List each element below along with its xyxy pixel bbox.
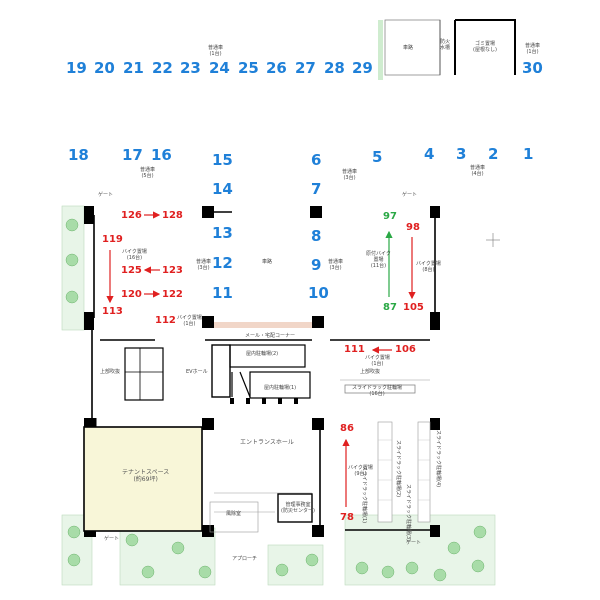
bike-120: 120 [121, 289, 142, 300]
space-17: 17 [122, 146, 143, 164]
space-24: 24 [209, 59, 230, 77]
label-mail-corner: メール・宅配コーナー [245, 333, 296, 339]
bike-113: 113 [102, 306, 123, 317]
compass-icon [486, 233, 500, 247]
space-5: 5 [372, 148, 383, 166]
space-22: 22 [152, 59, 173, 77]
label-slide-rack: スライドラック駐輪場 (16台) [352, 385, 403, 397]
bike-78: 78 [340, 512, 354, 523]
space-19: 19 [66, 59, 87, 77]
space-29: 29 [352, 59, 373, 77]
bike-86: 86 [340, 423, 354, 434]
space-8: 8 [311, 227, 322, 245]
label-upper-plant: 上部吹抜 [100, 369, 121, 375]
tenant-space [83, 426, 203, 532]
space-26: 26 [266, 59, 287, 77]
space-18: 18 [68, 146, 89, 164]
greenery-bottom-right [344, 514, 496, 586]
label-bike-112: バイク置場 (1台) [177, 315, 202, 327]
label-parking-top-center: 普通車 (1台) [208, 45, 224, 57]
greenery-top-strip [378, 20, 383, 80]
ev-room [124, 347, 164, 401]
bike-106: 106 [395, 344, 416, 355]
space-6: 6 [311, 151, 322, 169]
label-gate-bottom-left: ゲート [104, 536, 120, 542]
space-15: 15 [212, 151, 233, 169]
label-tenant: テナントスペース (約69坪) [122, 469, 170, 483]
label-bike-lot-right: バイク置場 (8台) [416, 261, 441, 273]
space-1: 1 [523, 145, 534, 163]
space-11: 11 [212, 284, 233, 302]
space-2: 2 [488, 145, 499, 163]
label-parking-30: 普通車 (1台) [525, 43, 541, 55]
space-30: 30 [522, 59, 543, 77]
label-indoor-bike-2: 屋内駐輪場(2) [246, 351, 279, 357]
bike-112: 112 [155, 315, 176, 326]
space-20: 20 [94, 59, 115, 77]
label-upper-right: 上部吹抜 [360, 369, 381, 375]
space-3: 3 [456, 145, 467, 163]
bike-119: 119 [102, 234, 123, 245]
label-bike-lot-bottom: バイク置場 (9台) [348, 465, 373, 477]
label-gate-left: ゲート [98, 192, 114, 198]
space-12: 12 [212, 254, 233, 272]
label-gate-right: ゲート [402, 192, 418, 198]
label-approach: アプローチ [232, 556, 258, 562]
bike-128: 128 [162, 210, 183, 221]
label-car-road: 車路 [262, 259, 273, 265]
label-rack-d: スライドラック駐輪場(4) [435, 430, 441, 488]
bike-123: 123 [162, 265, 183, 276]
indoor-bike-room-1 [249, 371, 311, 399]
space-27: 27 [295, 59, 316, 77]
bike-98: 98 [406, 222, 420, 233]
space-23: 23 [180, 59, 201, 77]
label-parking-right-mid: 普通車 (3台) [328, 259, 344, 271]
trees [65, 218, 487, 582]
label-parking-right: 普通車 (4台) [470, 165, 486, 177]
space-9: 9 [311, 256, 322, 274]
bike-122: 122 [162, 289, 183, 300]
space-16: 16 [151, 146, 172, 164]
space-28: 28 [324, 59, 345, 77]
space-14: 14 [212, 180, 233, 198]
bike-111: 111 [344, 344, 365, 355]
label-gate-bottom-right: ゲート [406, 540, 422, 546]
label-manager: 管理事務室 (防災センター) [281, 502, 315, 514]
space-21: 21 [123, 59, 144, 77]
label-rack-b: スライドラック駐輪場(2) [395, 440, 401, 498]
label-parking-mid: 普通車 (3台) [342, 169, 358, 181]
space-4: 4 [424, 145, 435, 163]
label-small-room: ゴミ置場 (屋根なし) [473, 41, 497, 53]
label-stairs-top: 車路 [403, 45, 414, 51]
bike-87: 87 [383, 302, 397, 313]
label-bike-lot-mid: 原付バイク 置場 (11台) [366, 251, 391, 269]
label-parking-left-mid: 普通車 (3台) [196, 259, 212, 271]
label-storage-top: 防火 水槽 [440, 39, 451, 51]
label-windbreak: 風除室 [226, 511, 242, 517]
bike-105: 105 [403, 302, 424, 313]
manager-room [277, 493, 313, 523]
label-parking-left: 普通車 (5台) [140, 167, 156, 179]
bike-126: 126 [121, 210, 142, 221]
label-entrance-hall: エントランスホール [240, 439, 294, 446]
space-13: 13 [212, 224, 233, 242]
space-25: 25 [238, 59, 259, 77]
label-ev-hall: EVホール [186, 369, 208, 375]
label-rack-a: スライドラック駐輪場(1) [361, 466, 367, 524]
space-7: 7 [311, 180, 322, 198]
label-bike-lot-left: バイク置場 (16台) [122, 249, 147, 261]
label-indoor-bike-1: 屋内駐輪場(1) [264, 385, 297, 391]
bike-125: 125 [121, 265, 142, 276]
label-bike-111: バイク置場 (1台) [365, 355, 390, 367]
label-rack-c: スライドラック駐輪場(3) [405, 484, 411, 542]
space-10: 10 [308, 284, 329, 302]
bike-97: 97 [383, 211, 397, 222]
